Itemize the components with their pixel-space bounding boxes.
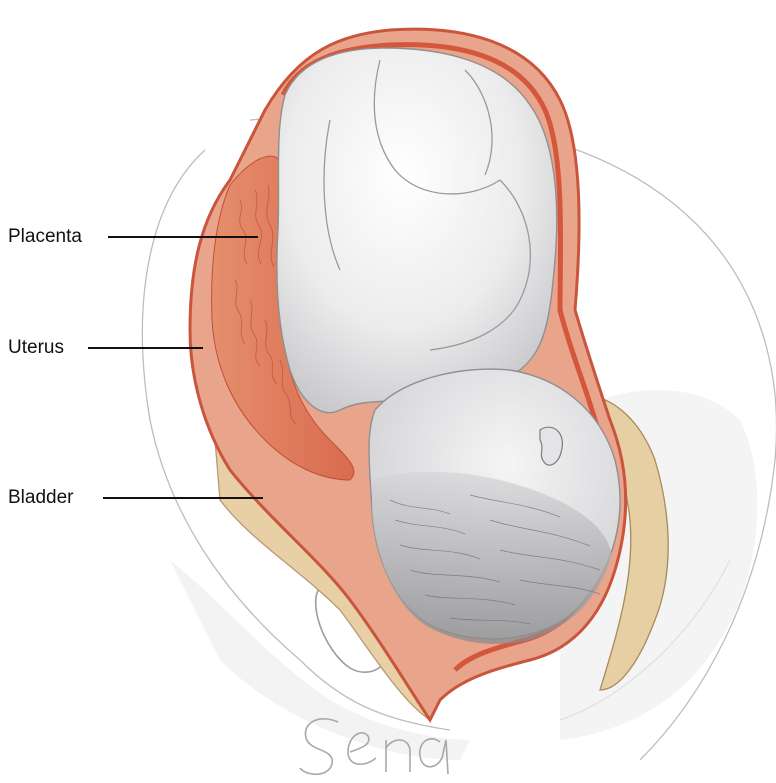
illustration-stage: Placenta Uterus Bladder [0, 0, 776, 783]
artist-signature [0, 0, 776, 783]
